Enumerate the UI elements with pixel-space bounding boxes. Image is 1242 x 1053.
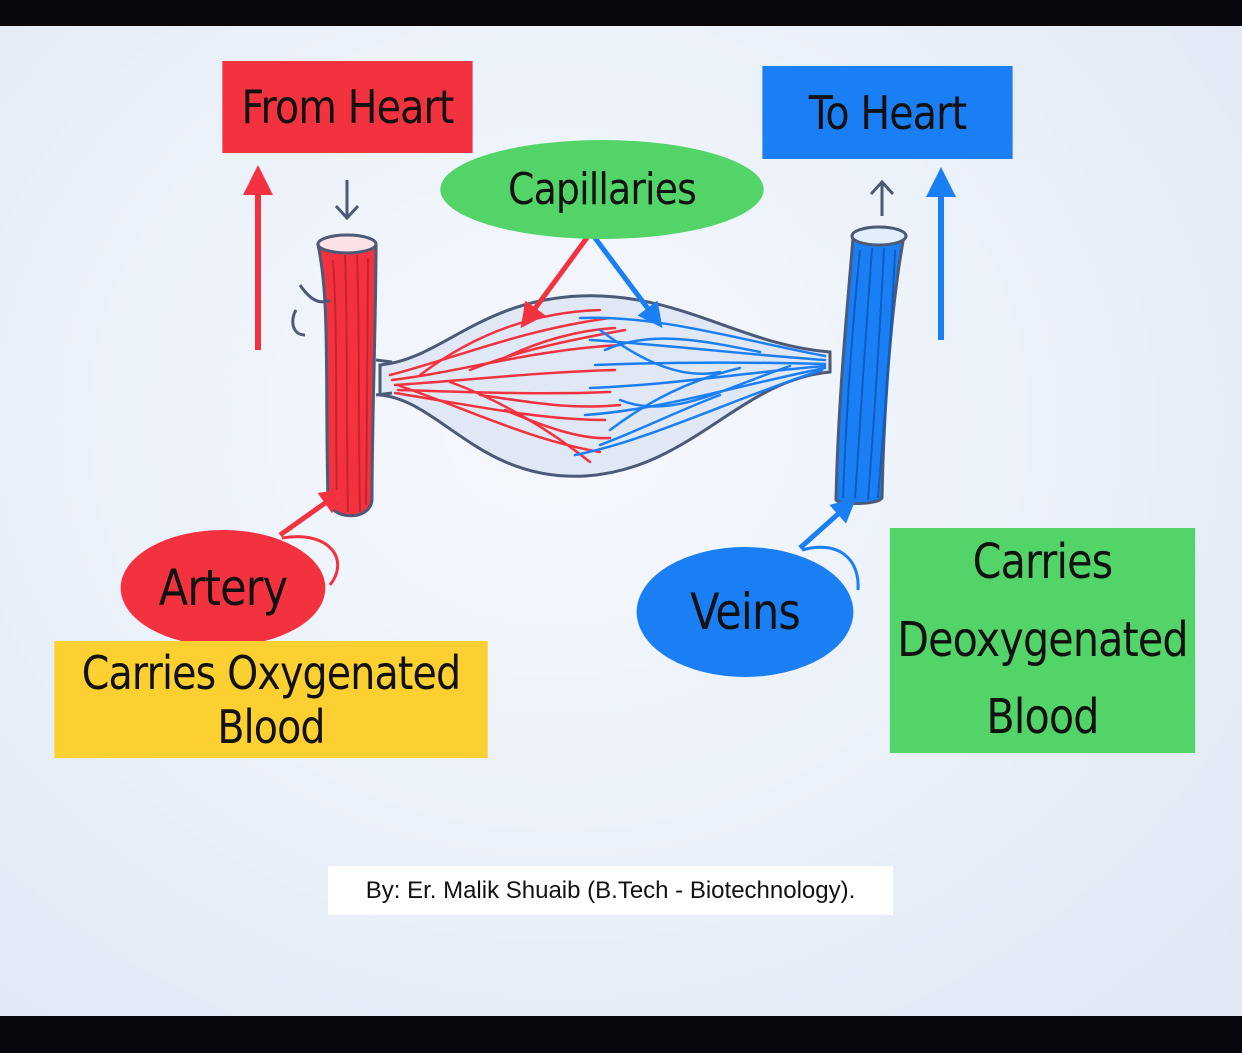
artery-pointer [278, 488, 346, 538]
deoxygenated-capillaries [573, 316, 827, 457]
bottom-border [0, 1016, 1242, 1053]
vein-vessel [834, 225, 908, 505]
author-credit: By: Er. Malik Shuaib (B.Tech - Biotechno… [328, 866, 893, 915]
capillaries-label: Capillaries [440, 140, 764, 239]
capillary-bed-outline [378, 294, 832, 478]
small-up-arrow [869, 179, 895, 216]
artery-vessel [291, 233, 393, 518]
oxygenated-blood-note: Carries Oxygenated Blood [54, 641, 488, 758]
small-down-arrow [334, 180, 360, 221]
oxygenated-capillaries [388, 308, 627, 464]
artery-label: Artery [120, 530, 326, 646]
veins-label: Veins [636, 547, 854, 677]
deoxygenated-blood-note: Carries Deoxygenated Blood [889, 528, 1196, 753]
to-heart-label: To Heart [762, 66, 1013, 159]
top-border [0, 0, 1242, 26]
from-heart-label: From Heart [222, 61, 473, 153]
vein-pointer [798, 497, 857, 550]
